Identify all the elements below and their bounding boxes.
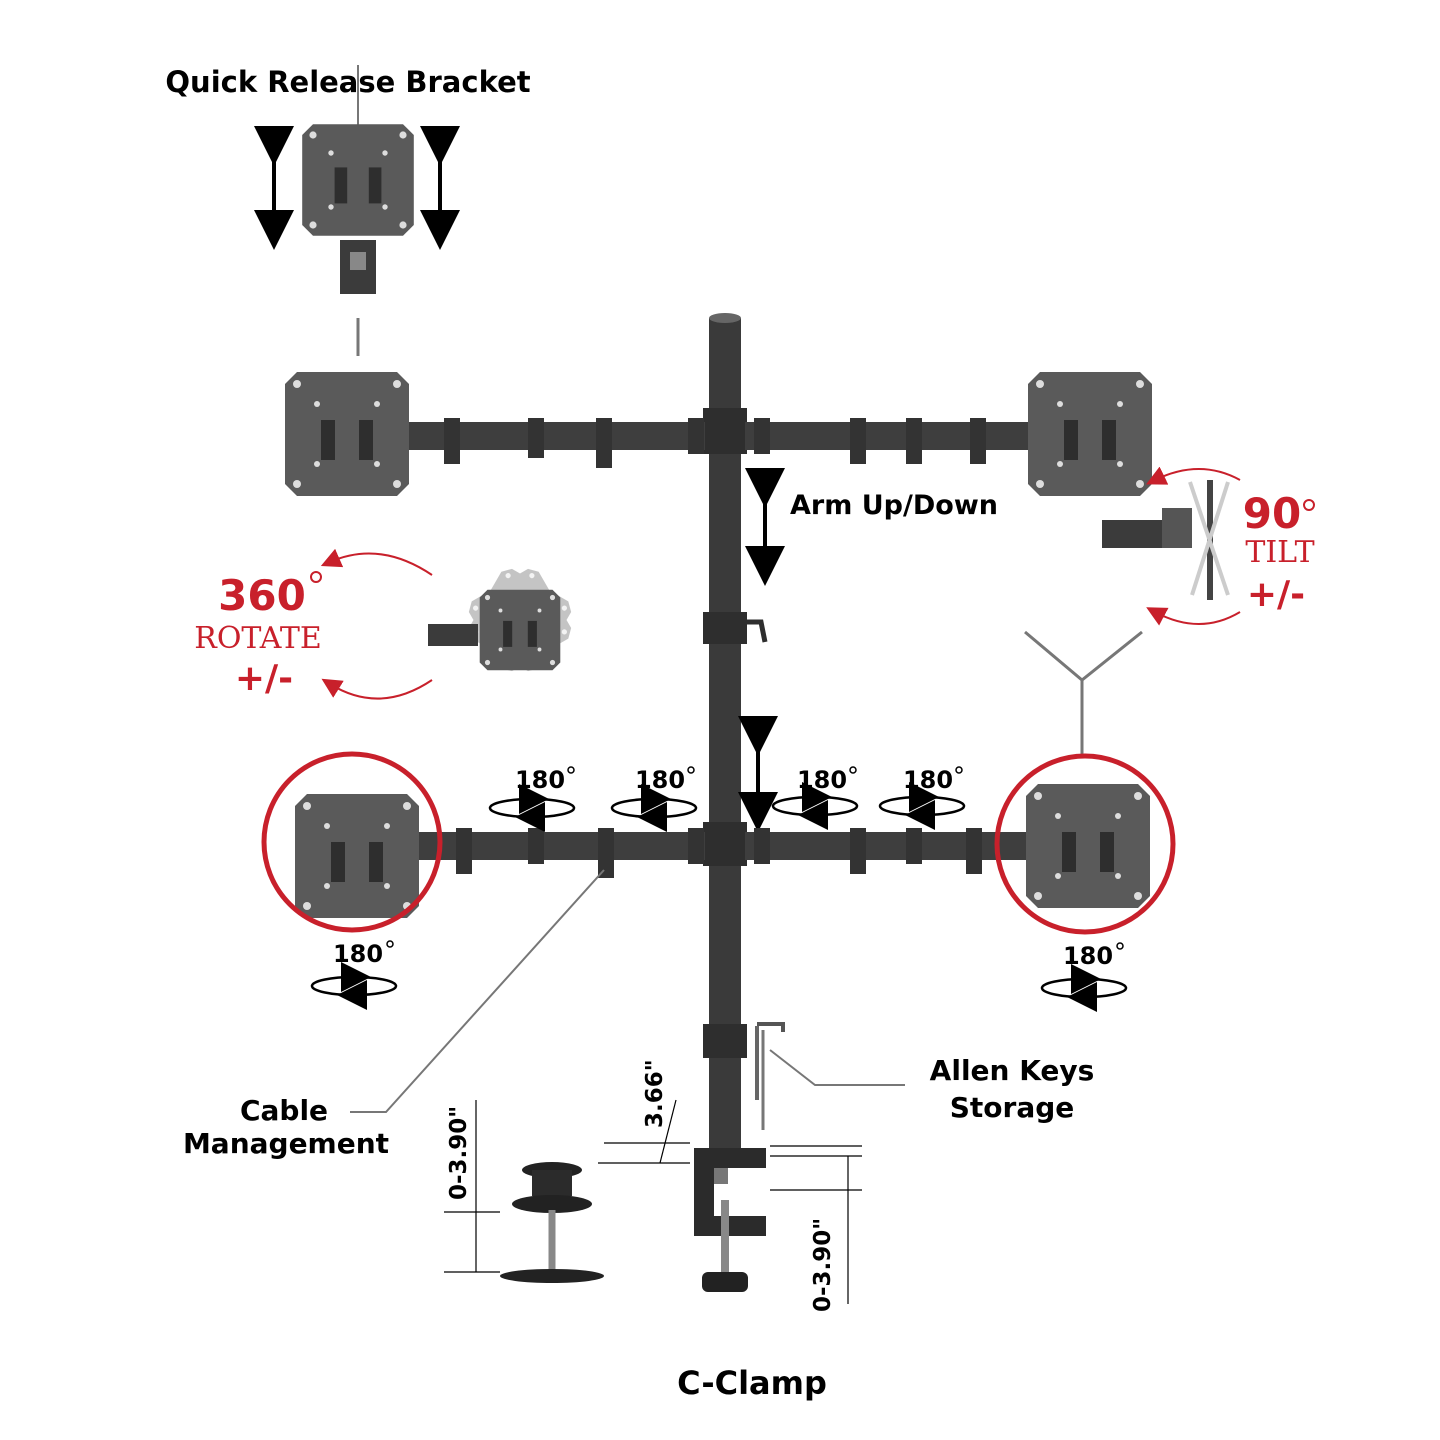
upper-arm-right	[745, 372, 1152, 496]
swivel-4-label: 180	[903, 766, 953, 794]
swivel-6-degree-symbol	[1116, 942, 1124, 950]
pole-dimension-label: 3.66"	[642, 1059, 668, 1128]
cable-management-label-2: Management	[183, 1127, 389, 1160]
quick-release-bracket	[254, 65, 460, 356]
allen-keys-label-2: Storage	[950, 1091, 1075, 1124]
allen-keys	[755, 1022, 905, 1130]
callout-connector	[1024, 630, 1143, 754]
swivel-2-degree-symbol	[687, 766, 695, 774]
swivel-4-degree-symbol	[955, 766, 963, 774]
rotate-plusminus: +/-	[235, 658, 293, 699]
quick-release-label: Quick Release Bracket	[165, 65, 530, 99]
swivel-6	[1042, 979, 1126, 997]
swivel-6-label: 180	[1063, 942, 1113, 970]
rotate-illustration	[320, 548, 576, 700]
swivel-5-label: 180	[333, 940, 383, 968]
upper-arm-left	[285, 372, 705, 496]
rotate-word: ROTATE	[194, 621, 322, 656]
dimension-lines	[444, 1099, 862, 1304]
tilt-degree-symbol	[1303, 499, 1315, 511]
swivel-1-label: 180	[515, 766, 565, 794]
tilt-word: TILT	[1245, 535, 1314, 570]
swivel-4	[880, 797, 964, 815]
arm-updown-label: Arm Up/Down	[790, 490, 998, 521]
allen-keys-label-1: Allen Keys	[930, 1054, 1095, 1087]
tilt-degree: 90	[1243, 489, 1301, 538]
swivel-2	[612, 799, 696, 817]
swivel-3-label: 180	[797, 766, 847, 794]
tilt-illustration	[1102, 466, 1241, 626]
swivel-3-degree-symbol	[849, 766, 857, 774]
swivel-1	[490, 799, 574, 817]
grommet-dimension-label: 0-3.90"	[446, 1106, 472, 1200]
cable-management-label-1: Cable	[240, 1094, 328, 1127]
swivel-5	[312, 977, 396, 995]
clamp-dimension-label: 0-3.90"	[810, 1218, 836, 1312]
rotate-degree: 360	[218, 571, 306, 620]
lower-arm-left	[261, 751, 705, 933]
swivel-3	[773, 797, 857, 815]
c-clamp	[694, 1148, 766, 1292]
tilt-plusminus: +/-	[1247, 574, 1305, 615]
lower-arm-right	[745, 753, 1176, 935]
swivel-5-degree-symbol	[386, 940, 394, 948]
grommet-mount	[500, 1162, 604, 1283]
cable-management-leader	[350, 869, 605, 1113]
swivel-1-degree-symbol	[567, 766, 575, 774]
center-pole	[703, 313, 768, 1158]
c-clamp-label: C-Clamp	[677, 1364, 827, 1402]
rotate-degree-symbol	[310, 571, 322, 583]
swivel-2-label: 180	[635, 766, 685, 794]
